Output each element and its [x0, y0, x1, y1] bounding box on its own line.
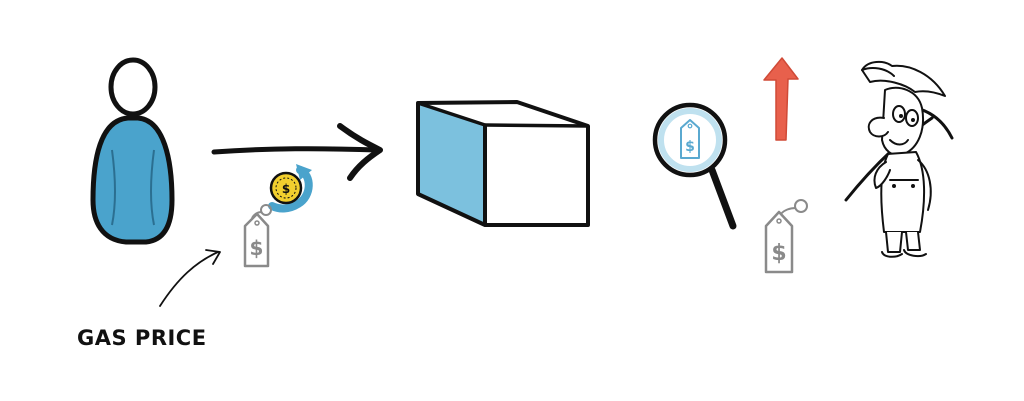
pointer-arrow-icon	[159, 249, 221, 307]
coin-icon: $	[268, 164, 313, 213]
price-tag-icon: $	[764, 199, 808, 274]
price-tag-symbol: $	[250, 236, 264, 260]
arrow-right-icon	[211, 123, 383, 181]
price-tag-icon: $	[243, 204, 272, 268]
price-tag-symbol-right: $	[771, 241, 786, 266]
coin-symbol: $	[282, 182, 290, 196]
gas-price-label: GAS PRICE	[77, 326, 207, 350]
magnifier-icon: $	[652, 102, 737, 230]
arrow-up-icon	[763, 57, 799, 141]
box-icon	[416, 100, 590, 227]
miner-character-icon	[844, 60, 954, 258]
user-figure-icon	[90, 57, 175, 245]
magnifier-tag-symbol: $	[685, 139, 695, 155]
